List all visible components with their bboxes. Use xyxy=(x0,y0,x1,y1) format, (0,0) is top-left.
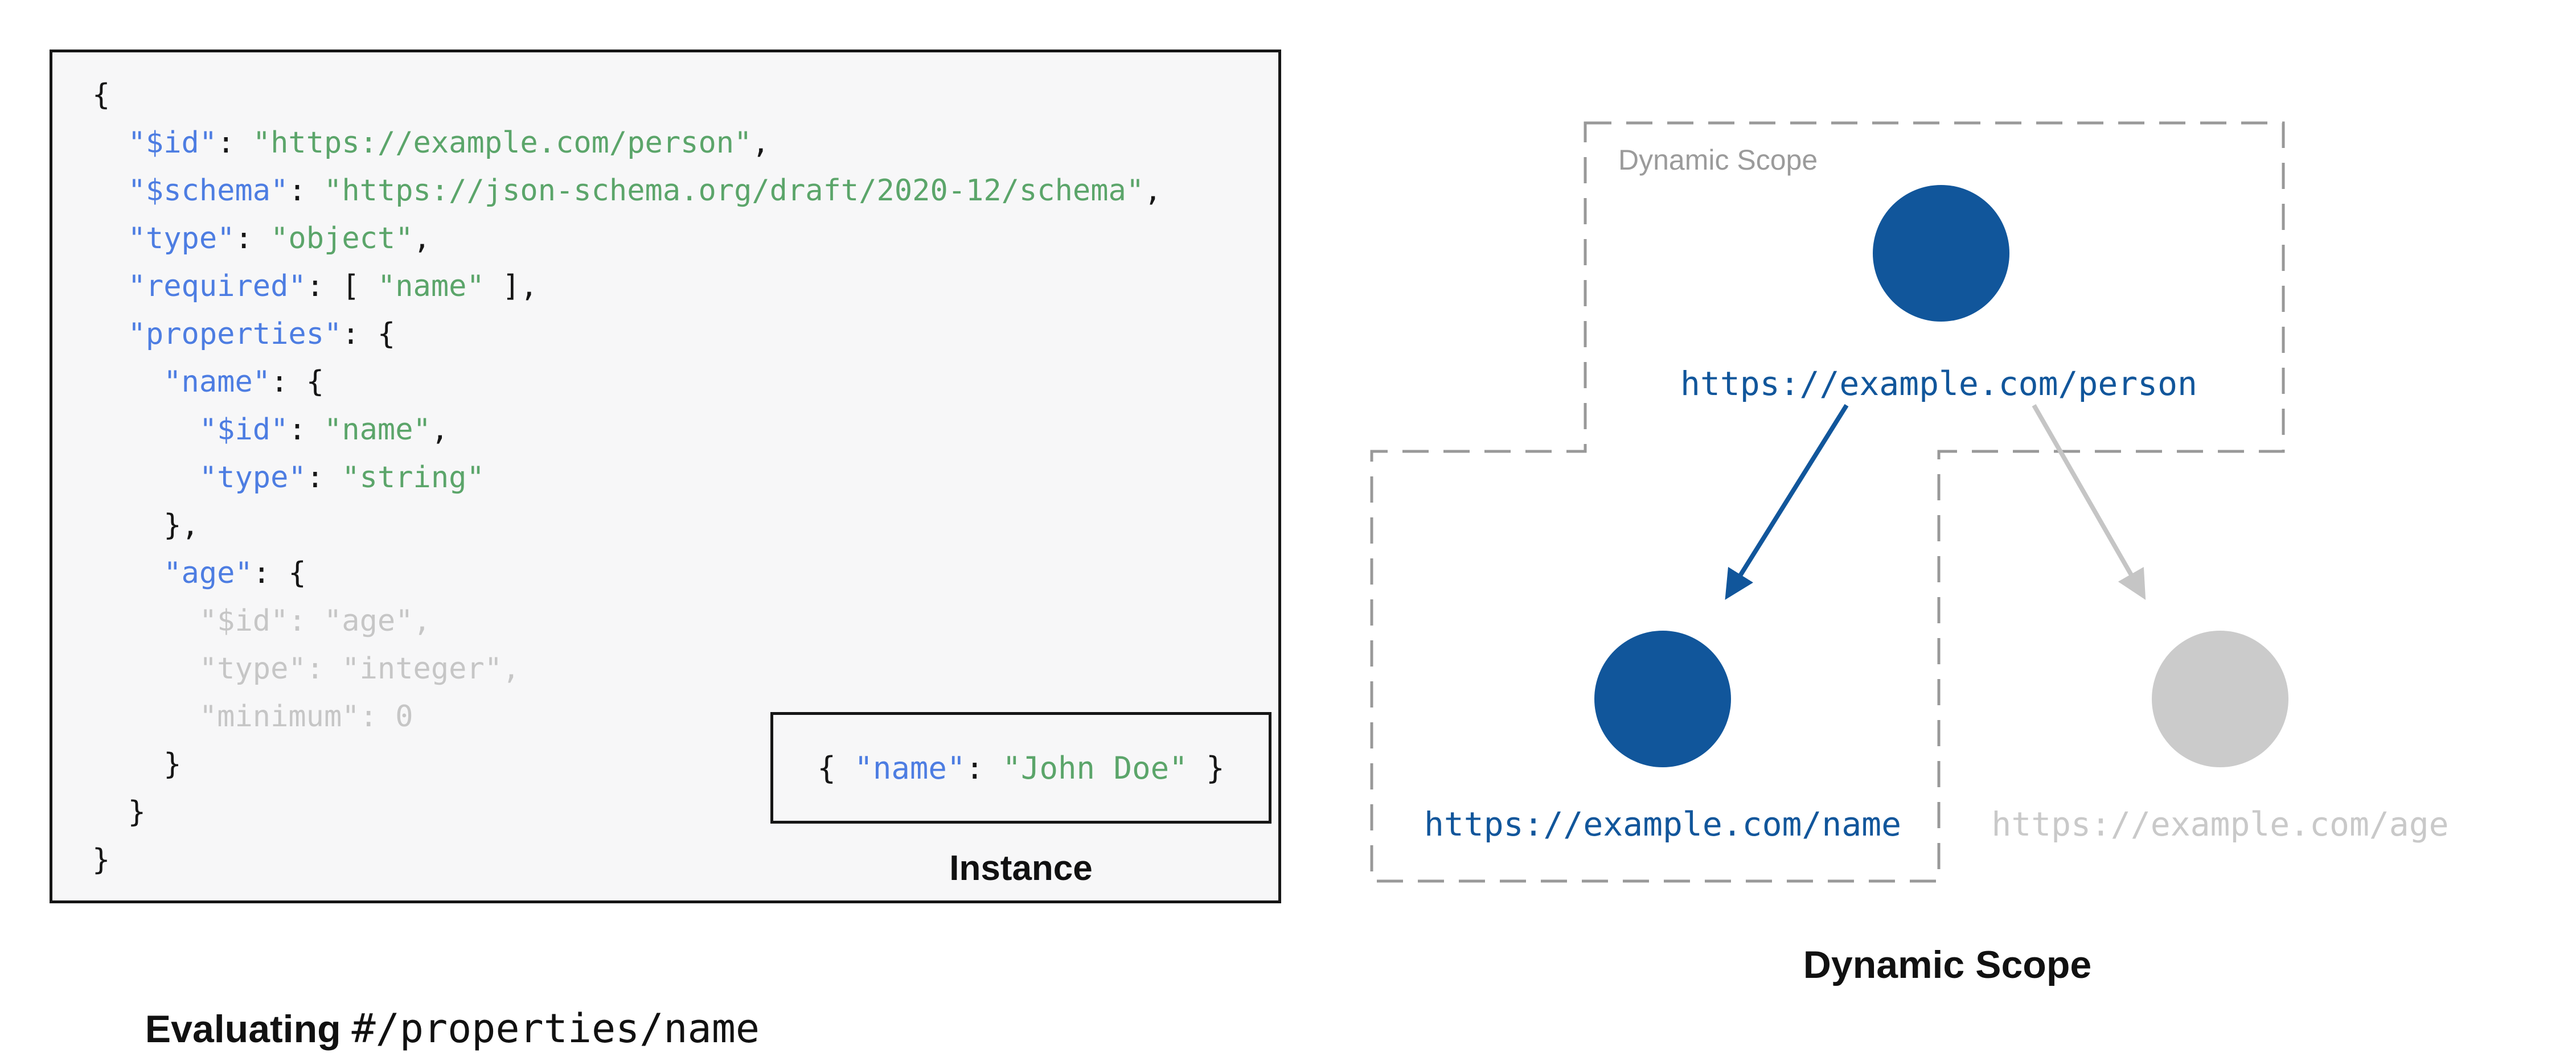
code-line: "$id": "age", xyxy=(92,604,431,638)
code-line: "type": "object", xyxy=(128,221,431,256)
evaluating-caption-bold: Evaluating xyxy=(145,1007,352,1051)
arrow-person-to-name xyxy=(1725,404,1849,600)
instance-box-label: Instance xyxy=(949,849,1093,888)
code-line: "properties": { xyxy=(128,317,396,351)
code-line: "$id": "https://example.com/person", xyxy=(128,126,770,160)
code-line: } xyxy=(92,747,182,781)
dynamic-scope-caption: Dynamic Scope xyxy=(1803,943,2092,986)
name-node-label: https://example.com/name xyxy=(1424,805,1902,844)
age-node-label: https://example.com/age xyxy=(1991,805,2449,844)
dynamic-scope-region-label: Dynamic Scope xyxy=(1618,144,1818,176)
code-line: { xyxy=(92,78,110,112)
schema-code-panel: { "$id": "https://example.com/person", "… xyxy=(50,50,1281,903)
evaluating-caption-pointer: #/properties/name xyxy=(351,1005,760,1052)
person-schema-node xyxy=(1873,185,2009,322)
schema-code: { "$id": "https://example.com/person", "… xyxy=(92,71,1162,884)
age-schema-node xyxy=(2152,631,2288,767)
code-line: }, xyxy=(92,508,199,542)
instance-box: { "name": "John Doe" } xyxy=(770,712,1271,824)
code-line: "age": { xyxy=(163,556,306,590)
instance-code-line: { "name": "John Doe" } xyxy=(817,750,1225,786)
code-line: "minimum": 0 xyxy=(92,700,413,734)
arrow-person-to-age xyxy=(2032,404,2146,600)
code-line: "type": "string" xyxy=(199,460,485,495)
code-line: "type": "integer", xyxy=(92,652,520,686)
person-node-label: https://example.com/person xyxy=(1680,364,2197,403)
evaluating-caption: Evaluating #/properties/name xyxy=(124,961,760,1052)
code-line: "$id": "name", xyxy=(199,413,449,447)
code-line: "$schema": "https://json-schema.org/draf… xyxy=(128,174,1162,208)
code-line: } xyxy=(92,795,146,829)
dynamic-scope-outline xyxy=(1370,121,2285,883)
code-line: "required": [ "name" ], xyxy=(128,269,538,303)
code-line: "name": { xyxy=(163,365,324,399)
name-schema-node xyxy=(1594,631,1731,767)
code-line: } xyxy=(92,843,110,877)
